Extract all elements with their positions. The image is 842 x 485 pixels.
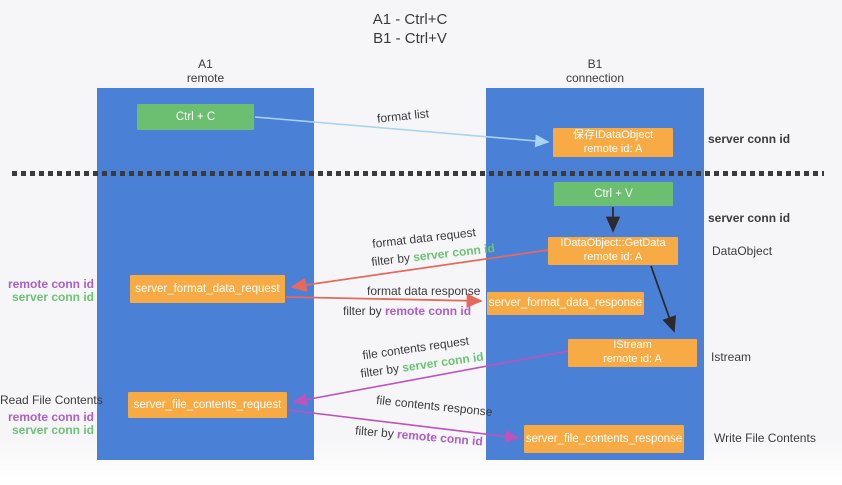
remote-conn-id-highlight: remote conn id — [396, 427, 484, 449]
node-save-idataobject: 保存IDataObject remote id: A — [553, 128, 673, 157]
node-save-idataobject-line1: 保存IDataObject — [572, 128, 654, 141]
file-contents-response-label: file contents response — [375, 392, 494, 420]
right-column-subtitle: connection — [565, 71, 625, 85]
node-istream-line2: remote id: A — [603, 353, 662, 365]
node-server-file-contents-request: server_file_contents_request — [128, 392, 287, 418]
node-format-request-label: server_format_data_request — [135, 282, 280, 295]
node-istream: IStream remote id: A — [568, 339, 697, 367]
read-file-contents-label: Read File Contents — [0, 393, 103, 407]
remote-conn-id-highlight: remote conn id — [385, 304, 472, 318]
node-getdata-line1: IDataObject::GetData — [560, 237, 666, 250]
dataobject-label: DataObject — [712, 244, 773, 258]
filter-prefix: filter by — [370, 250, 414, 269]
node-istream-line1: IStream — [613, 339, 652, 352]
node-idataobject-getdata: IDataObject::GetData remote id: A — [548, 237, 678, 265]
title-line-1: A1 - Ctrl+C — [372, 11, 448, 28]
left-column-subtitle: remote — [186, 71, 225, 85]
left-column-title: A1 — [198, 57, 213, 71]
server-conn-id-label-mid: server conn id — [708, 211, 791, 225]
left-conn-id-labels-top: remote conn id server conn id — [0, 278, 94, 304]
node-server-file-contents-response: server_file_contents_response — [524, 425, 684, 453]
write-file-contents-label: Write File Contents — [714, 431, 816, 445]
format-list-label: format list — [376, 106, 430, 126]
node-getdata-line2: remote id: A — [583, 251, 643, 263]
right-column-header: B1 connection — [486, 57, 704, 85]
node-ctrl-v-label: Ctrl + V — [594, 187, 633, 200]
filter-by-remote-conn-id-label-2: filter by remote conn id — [355, 423, 484, 448]
left-column-header: A1 remote — [97, 57, 314, 85]
node-server-format-data-request: server_format_data_request — [130, 275, 285, 303]
server-conn-id-label-top: server conn id — [708, 132, 791, 146]
dotted-divider — [12, 171, 824, 176]
format-data-response-label: format data response — [367, 284, 481, 298]
diagram-title: A1 - Ctrl+C B1 - Ctrl+V — [0, 10, 820, 48]
server-conn-id-label: server conn id — [11, 290, 94, 304]
node-file-response-label: server_file_contents_response — [525, 432, 683, 445]
node-save-idataobject-line2: remote id: A — [583, 142, 643, 155]
filter-by-remote-conn-id-label-1: filter by remote conn id — [343, 304, 471, 318]
filter-prefix: filter by — [343, 304, 386, 318]
remote-conn-id-label: remote conn id — [7, 410, 94, 424]
istream-label: Istream — [711, 350, 752, 364]
title-line-2: B1 - Ctrl+V — [373, 30, 447, 47]
right-column-title: B1 — [587, 57, 603, 71]
node-ctrl-c-label: Ctrl + C — [175, 110, 216, 123]
server-conn-id-label: server conn id — [11, 423, 94, 437]
remote-conn-id-label: remote conn id — [7, 277, 94, 291]
node-server-format-data-response: server_format_data_response — [487, 292, 644, 315]
filter-prefix: filter by — [359, 360, 404, 381]
node-file-request-label: server_file_contents_request — [133, 398, 282, 411]
node-format-response-label: server_format_data_response — [488, 297, 643, 310]
left-conn-id-labels-bottom: remote conn id server conn id — [0, 411, 94, 437]
node-ctrl-v: Ctrl + V — [554, 182, 673, 206]
node-ctrl-c: Ctrl + C — [137, 104, 254, 130]
filter-prefix: filter by — [354, 423, 398, 442]
